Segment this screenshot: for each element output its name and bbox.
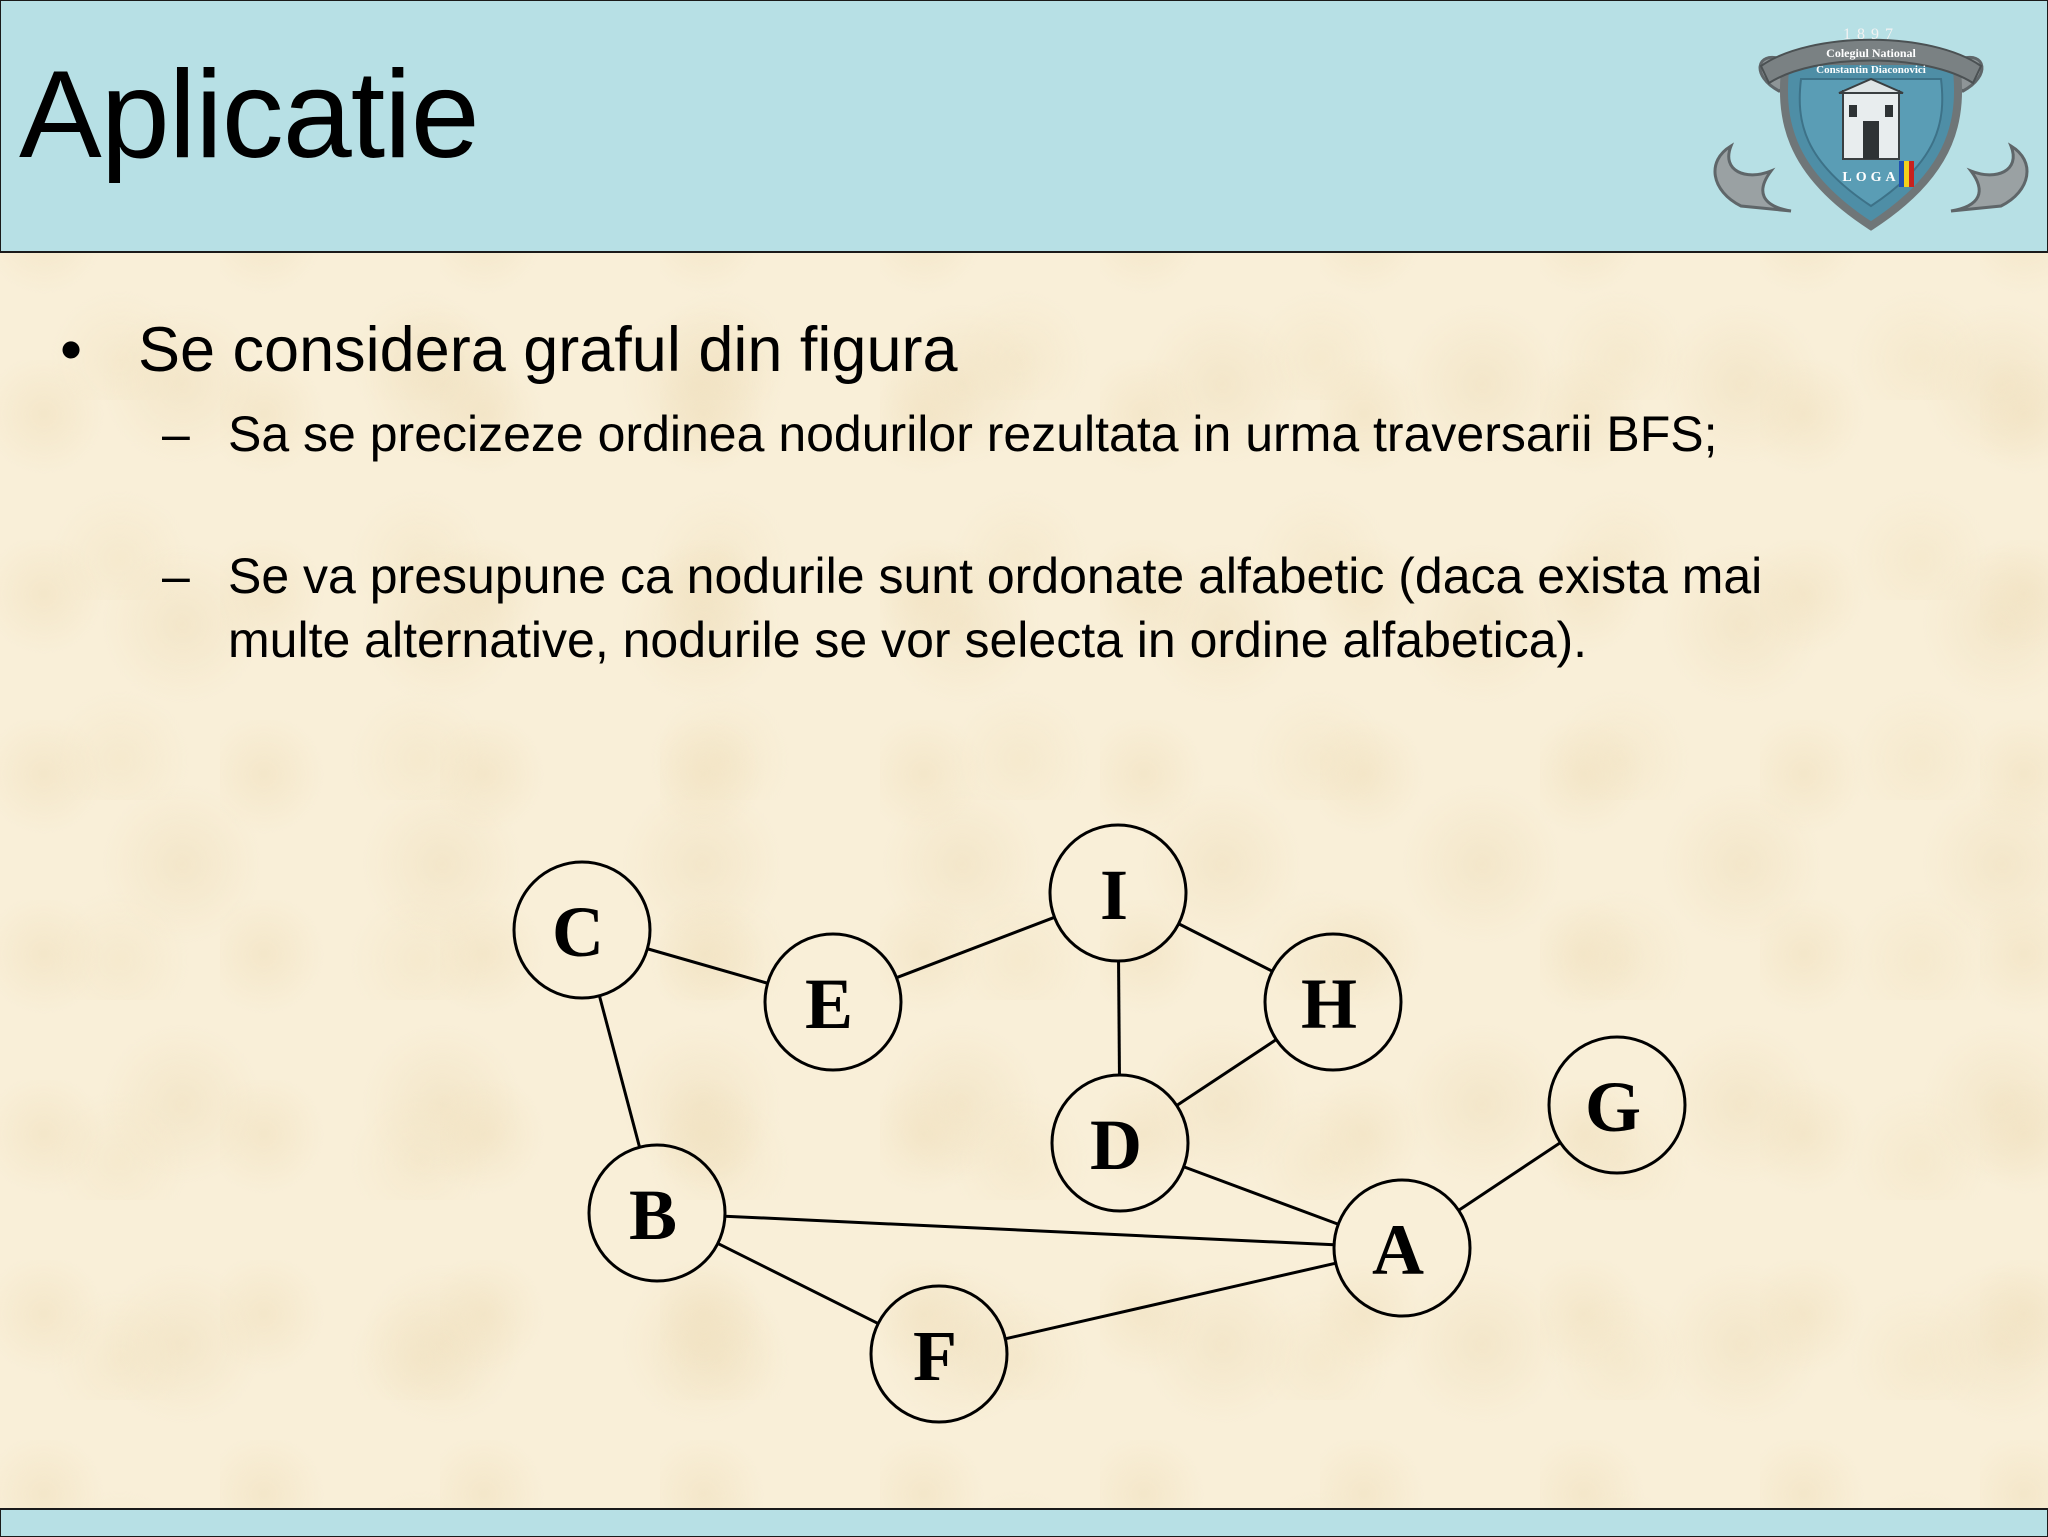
banner xyxy=(1759,38,1983,85)
graph-node-label: E xyxy=(805,964,853,1044)
graph-edge-E-I xyxy=(895,915,1056,980)
graph-node-G: G xyxy=(1547,1035,1687,1175)
graph-edge-B-F xyxy=(717,1242,879,1325)
flag-yellow xyxy=(1904,161,1909,187)
scroll-right xyxy=(1950,142,2029,213)
graph-node-circle xyxy=(1050,1073,1190,1213)
slide-title: Aplicatie xyxy=(19,46,480,184)
logo-bottom: LOGA xyxy=(1842,170,1899,185)
logo-line1: Colegiul National xyxy=(1826,46,1916,60)
graph-edge-F-A xyxy=(1004,1261,1337,1341)
graph-edge-I-D xyxy=(1117,960,1121,1076)
graph-edge-I-H xyxy=(1177,922,1274,973)
dash-icon: – xyxy=(162,548,190,604)
graph-node-C: C xyxy=(512,860,652,1000)
graph-node-F: F xyxy=(869,1284,1009,1424)
graph-edge-H-D xyxy=(1175,1038,1278,1107)
graph-node-I: I xyxy=(1048,823,1188,963)
graph-node-label: B xyxy=(629,1175,677,1255)
bullet-text: Se considera graful din figura xyxy=(138,315,958,385)
graph-node-E: E xyxy=(763,932,903,1072)
graph-node-circle xyxy=(1547,1035,1687,1175)
flag-blue xyxy=(1899,161,1904,187)
title-bar: Aplicatie 1897 Colegiul National Constan… xyxy=(0,0,2048,253)
graph-node-circle xyxy=(587,1143,727,1283)
school-crest-logo: 1897 Colegiul National Constantin Diacon… xyxy=(1713,26,2029,231)
sub-item-1-text: Sa se precizeze ordinea nodurilor rezult… xyxy=(228,406,1718,462)
graph-node-label: F xyxy=(913,1316,957,1396)
graph-edge-C-E xyxy=(646,947,769,985)
dash-icon: – xyxy=(162,406,190,462)
logo-line2: Constantin Diaconovici xyxy=(1816,64,1926,76)
graph-node-label: I xyxy=(1100,855,1128,935)
building-door xyxy=(1863,121,1879,159)
flag-red xyxy=(1909,161,1914,187)
graph-node-label: A xyxy=(1372,1210,1424,1290)
graph-node-label: G xyxy=(1585,1067,1641,1147)
graph-node-circle xyxy=(512,860,652,1000)
bullet-dot-icon: • xyxy=(60,315,83,385)
building-roof xyxy=(1838,77,1904,94)
graph-node-H: H xyxy=(1263,932,1403,1072)
graph-node-label: D xyxy=(1090,1105,1142,1185)
graph-node-B: B xyxy=(587,1143,727,1283)
graph-edge-B-A xyxy=(724,1214,1335,1247)
graph-node-label: C xyxy=(552,892,604,972)
graph-node-A: A xyxy=(1332,1178,1472,1318)
graph-node-circle xyxy=(869,1284,1009,1424)
graph-node-circle xyxy=(763,932,903,1072)
graph-edge-D-A xyxy=(1183,1165,1339,1226)
sub-item-2-text: Se va presupune ca nodurile sunt ordonat… xyxy=(228,548,1763,668)
graph-node-circle xyxy=(1048,823,1188,963)
graph-node-D: D xyxy=(1050,1073,1190,1213)
footer-bar xyxy=(0,1508,2048,1537)
logo-year: 1897 xyxy=(1843,26,1899,43)
graph-edge-C-B xyxy=(597,995,642,1148)
graph-node-circle xyxy=(1263,932,1403,1072)
scroll-left xyxy=(1713,142,1792,213)
graph-node-circle xyxy=(1332,1178,1472,1318)
graph-node-label: H xyxy=(1301,964,1357,1044)
graph-edge-A-G xyxy=(1457,1141,1562,1212)
